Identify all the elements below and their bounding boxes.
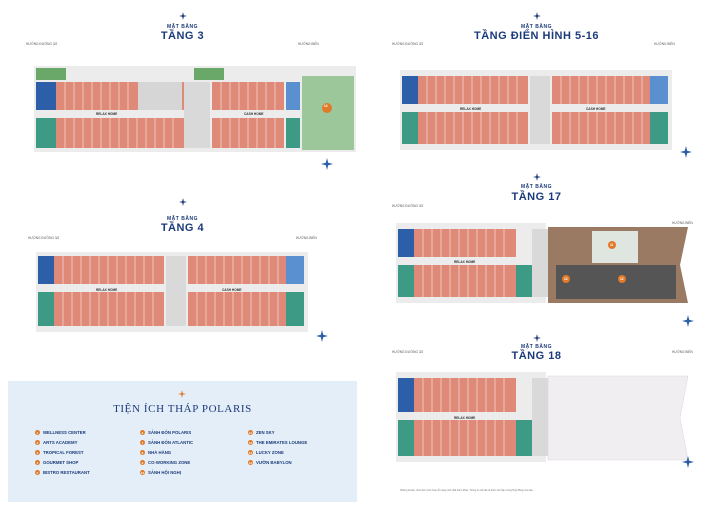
compass-star-icon <box>532 12 541 20</box>
compass-star-icon <box>178 12 187 20</box>
legend-title: TIỆN ÍCH THÁP POLARIS <box>113 403 252 415</box>
direction-right: HƯỚNG BIỂN <box>298 42 319 46</box>
floor-5-16-label: MẶT BẰNG <box>521 24 552 30</box>
floor-5-16-plan <box>400 70 672 150</box>
compass-icon <box>316 330 328 342</box>
compass-icon <box>682 456 694 468</box>
floor-3-title: TẦNG 3 <box>160 30 205 42</box>
direction-left: HƯỚNG ĐƯỜNG 3/2 <box>26 42 58 46</box>
corridor-relax-home: RELAX HOME <box>96 288 118 292</box>
compass-icon <box>682 315 694 327</box>
floor-3-panel: MẶT BẰNG TẦNG 3 HƯỚNG ĐƯỜNG 3/2 HƯỚNG BI… <box>8 0 357 190</box>
direction-right: HƯỚNG BIỂN <box>296 236 317 240</box>
floor-18-plan <box>396 372 688 462</box>
floor-4-panel: MẶT BẰNG TẦNG 4 HƯỚNG ĐƯỜNG 3/2 HƯỚNG BI… <box>8 190 357 370</box>
floor-18-title: TẦNG 18 <box>511 350 562 362</box>
floor-18-panel: MẶT BẰNG TẦNG 18 HƯỚNG ĐƯỜNG 3/2 HƯỚNG B… <box>362 330 711 490</box>
direction-right: HƯỚNG BIỂN <box>654 42 675 46</box>
corridor-relax-home: RELAX HOME <box>460 107 482 111</box>
floor-17-plan <box>396 223 688 303</box>
direction-right: HƯỚNG BIỂN <box>672 350 693 354</box>
corridor-cash-home: CASH HOME <box>586 107 606 111</box>
compass-star-icon <box>532 173 541 181</box>
direction-left: HƯỚNG ĐƯỜNG 3/2 <box>392 350 424 354</box>
floor-17-label: MẶT BẰNG <box>521 184 552 190</box>
floor-18-label: MẶT BẰNG <box>521 344 552 350</box>
floor-5-16-panel: MẶT BẰNG TẦNG ĐIỂN HÌNH 5-16 HƯỚNG ĐƯỜNG… <box>362 0 711 190</box>
corridor-cash-home: CASH HOME <box>244 112 264 116</box>
compass-icon <box>321 158 333 170</box>
compass-star-icon <box>532 334 541 342</box>
corridor-cash-home: CASH HOME <box>222 288 242 292</box>
amenity-badge-13: 13 <box>564 277 568 281</box>
floor-4-label: MẶT BẰNG <box>167 216 198 222</box>
floor-4-title: TẦNG 4 <box>160 222 205 234</box>
floor-4-plan <box>36 252 308 332</box>
amenity-badge-12: 12 <box>620 277 624 281</box>
floor-3-label: MẶT BẰNG <box>167 24 198 30</box>
amenity-badge-11: 11 <box>610 243 614 247</box>
direction-left: HƯỚNG ĐƯỜNG 3/2 <box>28 236 60 240</box>
compass-icon <box>680 146 692 158</box>
floor-3-plan <box>34 66 356 152</box>
direction-left: HƯỚNG ĐƯỜNG 3/2 <box>392 204 424 208</box>
compass-star-icon <box>178 390 186 398</box>
corridor-relax-home: RELAX HOME <box>96 112 118 116</box>
corridor-relax-home: RELAX HOME <box>454 416 476 420</box>
floor-17-title: TẦNG 17 <box>511 191 562 203</box>
compass-star-icon <box>178 198 187 206</box>
direction-right: HƯỚNG BIỂN <box>672 221 693 225</box>
disclaimer-note: Những tài liệu, hình ảnh minh hoạ chỉ ma… <box>400 489 534 492</box>
floor-5-16-title: TẦNG ĐIỂN HÌNH 5-16 <box>473 30 600 42</box>
amenity-badge: 14 <box>324 104 328 108</box>
floor-17-panel: MẶT BẰNG TẦNG 17 HƯỚNG ĐƯỜNG 3/2 HƯỚNG B… <box>362 165 711 340</box>
direction-left: HƯỚNG ĐƯỜNG 3/2 <box>392 42 424 46</box>
corridor-relax-home: RELAX HOME <box>454 260 476 264</box>
